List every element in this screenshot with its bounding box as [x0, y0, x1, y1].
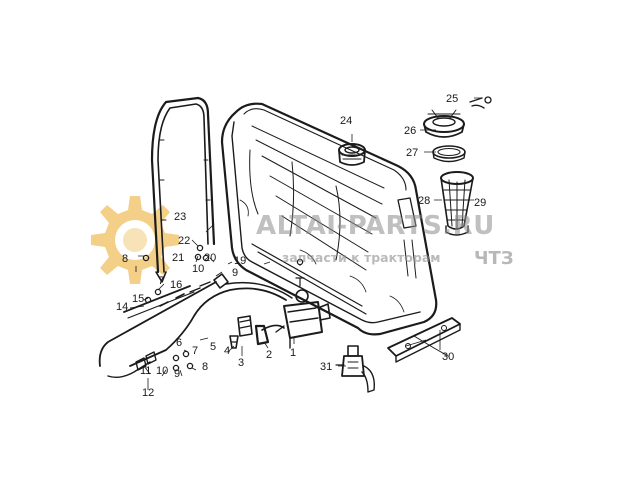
- fasteners: [142, 244, 304, 372]
- callout-8a: 8: [122, 253, 128, 265]
- callout-22: 22: [178, 235, 190, 247]
- callout-5: 5: [210, 341, 216, 353]
- callout-10a: 10: [192, 263, 204, 275]
- callout-3: 3: [238, 357, 244, 369]
- callout-4: 4: [224, 345, 230, 357]
- callout-12: 12: [142, 387, 154, 399]
- callout-9b: 9: [174, 368, 180, 380]
- callout-15: 15: [132, 293, 144, 305]
- watermark-brand: ЧТЗ: [474, 248, 514, 269]
- watermark-site: ALTAI-PARTS.RU: [256, 211, 495, 241]
- mounting-bracket: [387, 317, 461, 363]
- callout-20: 20: [204, 252, 216, 264]
- pipe-fittings: [229, 315, 285, 349]
- callout-19: 19: [234, 255, 246, 267]
- drain-valve: [335, 345, 375, 393]
- callout-28: 28: [418, 195, 430, 207]
- callout-21: 21: [172, 252, 184, 264]
- callout-14: 14: [116, 301, 128, 313]
- callout-6: 6: [176, 337, 182, 349]
- callout-26: 26: [404, 125, 416, 137]
- callout-11: 11: [140, 365, 151, 377]
- callout-8b: 8: [202, 361, 208, 373]
- leader-lines: [129, 97, 482, 390]
- callout-16: 16: [170, 279, 182, 291]
- watermark-gear-icon: [91, 196, 179, 284]
- callout-7: 7: [158, 275, 164, 287]
- callout-29: 29: [474, 197, 486, 209]
- fuel-tap: [275, 277, 331, 349]
- filler-strainer: [440, 171, 474, 236]
- callout-9a: 9: [232, 267, 238, 279]
- callout-2: 2: [266, 349, 272, 361]
- callout-24: 24: [340, 115, 352, 127]
- fuel-lines: [98, 273, 293, 379]
- watermark-tagline: запчасти к тракторам: [282, 250, 441, 265]
- callout-labels: 25 26 24 27 28 29 23 22 21 20 19 10 9 8 …: [116, 93, 486, 399]
- fuel-tank: [220, 102, 438, 336]
- callout-30: 30: [442, 351, 454, 363]
- callout-27: 27: [406, 147, 418, 159]
- tank-strap: [150, 96, 216, 283]
- callout-31: 31: [320, 361, 332, 373]
- callout-7b: 7: [192, 345, 198, 357]
- callout-10b: 10: [156, 365, 168, 377]
- callout-23: 23: [174, 211, 186, 223]
- callout-25: 25: [446, 93, 458, 105]
- callout-1: 1: [290, 347, 296, 359]
